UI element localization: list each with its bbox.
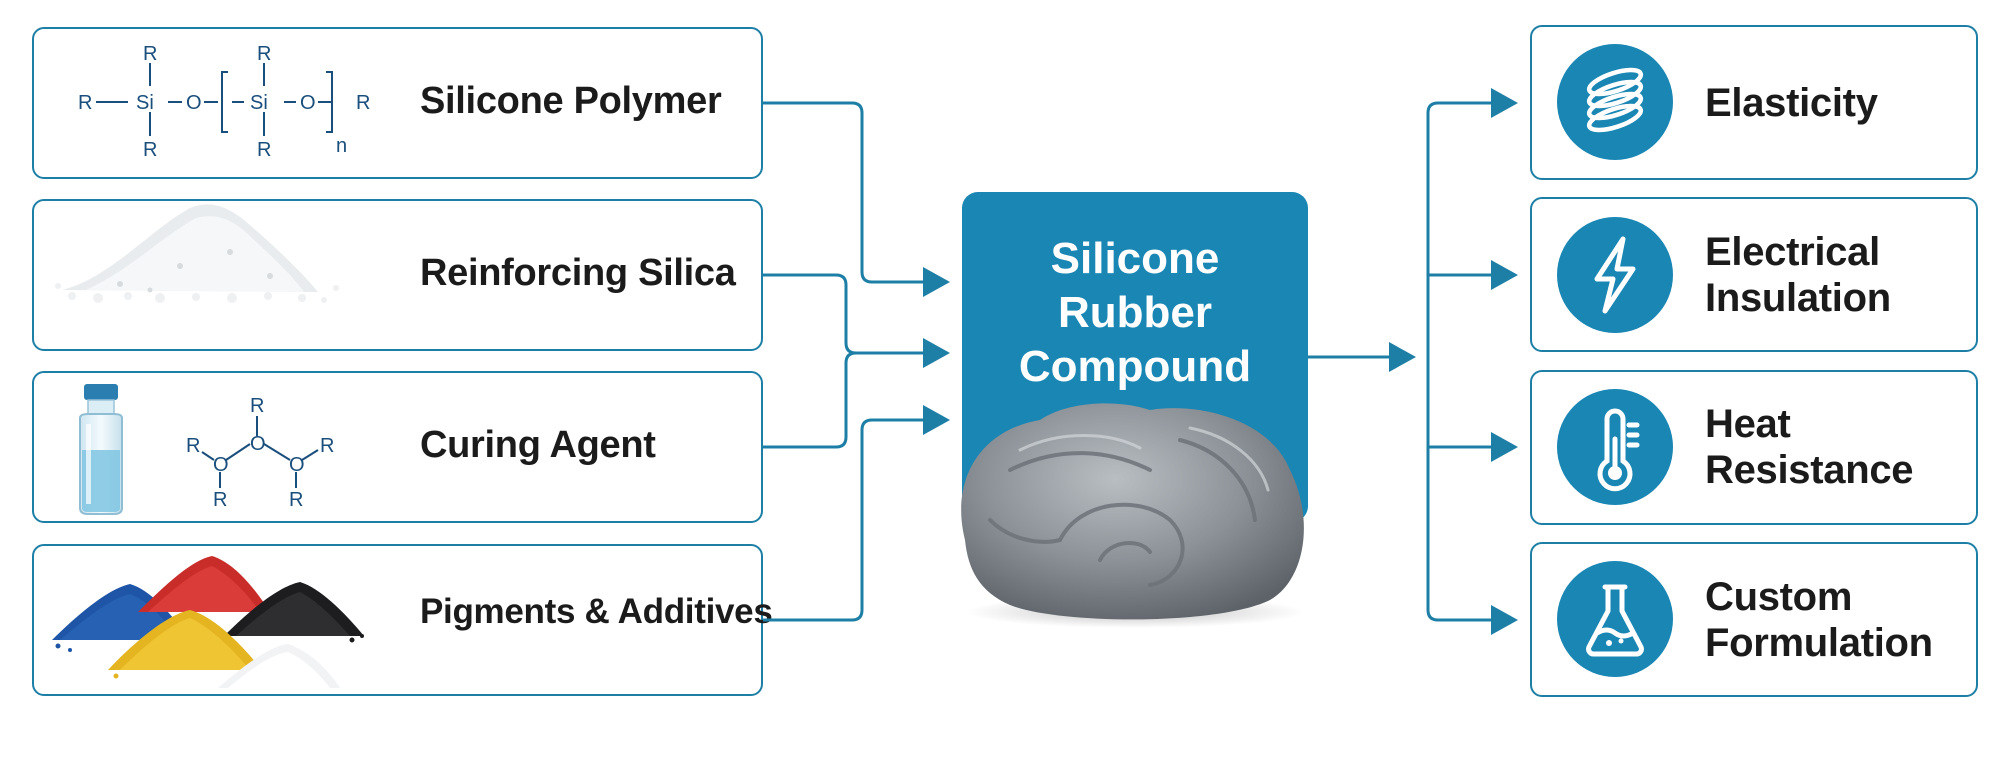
polymer-o-1: O: [186, 92, 202, 114]
connector-silicone-polymer: [763, 101, 950, 297]
thermometer-icon: [1557, 389, 1673, 505]
output-label-elasticity-line1: Elasticity: [1705, 81, 1878, 125]
polymer-structure-icon: [96, 63, 333, 136]
polymer-o-2: O: [300, 92, 316, 114]
flask-icon: [1557, 561, 1673, 677]
polymer-si-2: Si: [250, 92, 268, 114]
curing-formula-bonds: [201, 416, 319, 488]
pigment-powders-icon: [52, 556, 364, 688]
curing-formula-text: R O R O R O R R: [186, 395, 334, 511]
curing-o-1: O: [213, 454, 229, 476]
silicone-rubber-blob: [961, 403, 1305, 628]
polymer-r-top-2: R: [257, 43, 271, 65]
input-label-reinforcing-silica: Reinforcing Silica: [420, 252, 736, 294]
input-connectors: [763, 101, 950, 622]
polymer-formula-text: R Si R R O Si R R O R n: [78, 43, 370, 161]
silica-powder-icon: [55, 204, 339, 303]
input-label-pigments-additives: Pigments & Additives: [420, 592, 773, 631]
connector-curing-agent: [763, 351, 857, 449]
output-label-electrical-insulation: Electrical Insulation: [1705, 229, 1891, 321]
center-label-line1: Silicone: [1050, 234, 1220, 283]
polymer-r-top-1: R: [143, 43, 157, 65]
input-label-curing-agent: Curing Agent: [420, 424, 656, 466]
curing-r-2: R: [213, 489, 227, 511]
lightning-icon: [1557, 217, 1673, 333]
curing-o-3: O: [289, 454, 305, 476]
input-label-silicone-polymer: Silicone Polymer: [420, 80, 722, 122]
polymer-r-bottom-1: R: [143, 139, 157, 161]
curing-r-1: R: [186, 435, 200, 457]
curing-agent-vial-icon: [79, 384, 123, 515]
output-label-custom-formulation: Custom Formulation: [1705, 574, 1933, 666]
input-box-silicone-polymer: [32, 27, 763, 179]
output-spine: [1426, 101, 1512, 622]
output-label-electrical-insulation-line1: Electrical: [1705, 230, 1880, 274]
center-compound-label: Silicone Rubber Compound: [962, 232, 1308, 394]
input-box-curing-agent: [32, 371, 763, 523]
connector-pigments-additives: [763, 405, 950, 622]
curing-r-3: R: [250, 395, 264, 417]
curing-r-5: R: [320, 435, 334, 457]
output-label-custom-formulation-line1: Custom: [1705, 575, 1853, 619]
output-connectors: [1308, 88, 1518, 635]
spring-icon: [1557, 44, 1673, 160]
output-label-electrical-insulation-line2: Insulation: [1705, 276, 1891, 320]
center-label-line2: Rubber: [1058, 288, 1212, 337]
polymer-n: n: [336, 135, 347, 157]
curing-o-2: O: [250, 433, 266, 455]
polymer-r-right: R: [356, 92, 370, 114]
output-label-heat-resistance-line2: Resistance: [1705, 448, 1914, 492]
polymer-r-left: R: [78, 92, 92, 114]
connector-reinforcing-silica: [763, 273, 950, 368]
polymer-r-bottom-2: R: [257, 139, 271, 161]
output-label-heat-resistance-line1: Heat: [1705, 402, 1791, 446]
curing-r-4: R: [289, 489, 303, 511]
polymer-si-1: Si: [136, 92, 154, 114]
center-label-line3: Compound: [1018, 342, 1252, 391]
output-label-elasticity: Elasticity: [1705, 80, 1878, 126]
output-label-custom-formulation-line2: Formulation: [1705, 621, 1933, 665]
output-label-heat-resistance: Heat Resistance: [1705, 401, 1914, 493]
